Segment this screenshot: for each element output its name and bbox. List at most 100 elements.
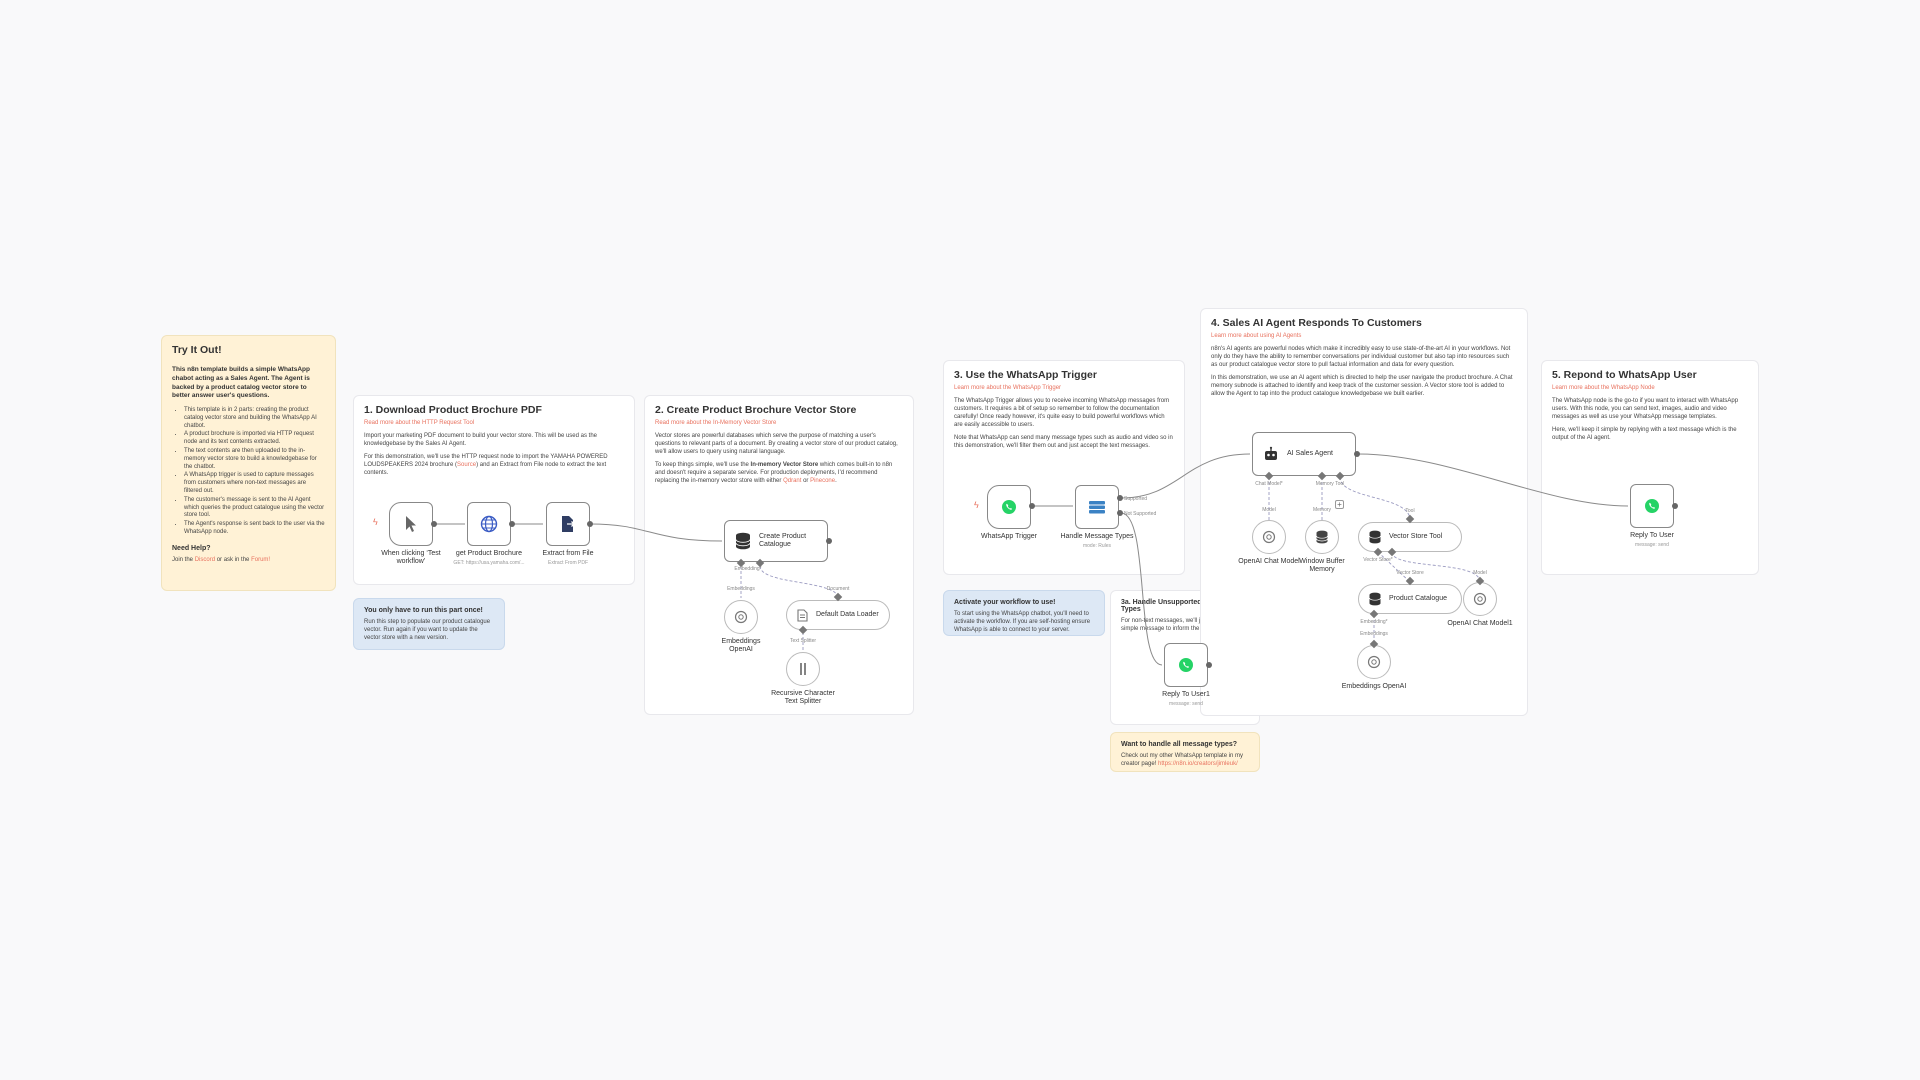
globe-icon (480, 515, 498, 533)
port-label: Model (1262, 507, 1276, 513)
node-subtitle: message: send (1169, 701, 1203, 707)
node-label: Reply To User (1630, 532, 1674, 539)
note-title: Want to handle all message types? (1121, 741, 1238, 748)
discord-link[interactable]: Discord (194, 556, 216, 563)
node-manual-trigger[interactable] (389, 502, 433, 546)
node-product-catalogue[interactable]: Product Catalogue (1358, 584, 1462, 614)
note-paragraph: For non-text messages, we'll just reply … (1121, 618, 1241, 633)
note-paragraph: To start using the WhatsApp chatbot, you… (954, 611, 1091, 634)
ai-agents-link[interactable]: Learn more about using AI Agents (1211, 333, 1302, 339)
list-item: The customer's message is sent to the AI… (184, 497, 325, 520)
node-label: When clicking ‘Test workflow’ (381, 550, 441, 566)
note-try-it-out: Try It Out! This n8n template builds a s… (161, 335, 336, 591)
whatsapp-trigger-link[interactable]: Learn more about the WhatsApp Trigger (954, 385, 1062, 391)
help-title: Need Help? (172, 544, 211, 552)
output-port[interactable] (1354, 451, 1360, 457)
node-text-splitter[interactable] (786, 652, 820, 686)
robot-icon (1265, 446, 1277, 460)
node-window-buffer-memory[interactable] (1305, 520, 1339, 554)
note-title: You only have to run this part once! (364, 607, 483, 614)
vector-store-link[interactable]: Read more about the In-Memory Vector Sto… (655, 420, 777, 426)
output-port[interactable] (1672, 503, 1678, 509)
note-bullets: This template is in 2 parts: creating th… (172, 407, 325, 537)
port-label: Model (1473, 570, 1487, 576)
openai-icon (1367, 655, 1381, 669)
whatsapp-icon (1002, 500, 1016, 514)
forum-link[interactable]: Forum! (251, 556, 271, 563)
note-title: 2. Create Product Brochure Vector Store (655, 404, 857, 416)
port-label: Embeddings (727, 586, 755, 592)
node-label: Default Data Loader (816, 610, 879, 618)
note-step3: 3. Use the WhatsApp Trigger Learn more a… (943, 360, 1185, 575)
node-label: OpenAI Chat Model (1238, 558, 1300, 565)
port-label: Text Splitter (789, 638, 817, 644)
note-run-once: You only have to run this part once! Run… (353, 598, 505, 650)
output-port[interactable] (1029, 503, 1035, 509)
node-extract-file[interactable] (546, 502, 590, 546)
node-label: Vector Store Tool (1389, 532, 1443, 540)
node-openai-chat-model1[interactable] (1463, 582, 1497, 616)
cursor-icon (406, 516, 416, 532)
node-embeddings-openai-2[interactable] (1357, 645, 1391, 679)
list-item: A product brochure is imported via HTTP … (184, 431, 325, 447)
port-label: Vector Store* (1363, 557, 1393, 563)
whatsapp-node-link[interactable]: Learn more about the WhatsApp Node (1552, 385, 1655, 391)
note-title: 3. Use the WhatsApp Trigger (954, 369, 1097, 381)
note-activate: Activate your workflow to use! To start … (943, 590, 1105, 636)
node-create-catalogue[interactable]: Create Product Catalogue (724, 520, 828, 562)
node-whatsapp-trigger[interactable] (987, 485, 1031, 529)
database-icon (1369, 530, 1381, 544)
node-reply-to-user[interactable] (1630, 484, 1674, 528)
edge-tool (1339, 476, 1411, 521)
node-label: Recursive Character Text Splitter (771, 690, 835, 706)
port-label: Supported (1124, 496, 1148, 502)
output-port[interactable] (1117, 495, 1123, 501)
port-label: Chat Model* (1255, 481, 1283, 487)
whatsapp-icon (1179, 658, 1193, 672)
edge-vs (1377, 551, 1411, 583)
add-tool-button[interactable]: + (1335, 500, 1344, 509)
output-port[interactable] (1117, 510, 1123, 516)
output-port[interactable] (1206, 662, 1212, 668)
whatsapp-icon (1645, 499, 1659, 513)
output-port[interactable] (826, 538, 832, 544)
output-port[interactable] (509, 521, 515, 527)
list-item: A WhatsApp trigger is used to capture me… (184, 472, 325, 495)
port-label: Not Supported (1124, 511, 1157, 517)
pinecone-link[interactable]: Pinecone (810, 478, 836, 485)
note-want-all: Want to handle all message types? Check … (1110, 732, 1260, 772)
node-label: get Product Brochure (455, 550, 523, 557)
note-title: 1. Download Product Brochure PDF (364, 404, 542, 416)
port-label: Vector Store (1396, 570, 1424, 576)
output-port[interactable] (587, 521, 593, 527)
node-handle-message-types[interactable] (1075, 485, 1119, 529)
note-step1: 1. Download Product Brochure PDF Read mo… (353, 395, 635, 585)
output-port[interactable] (431, 521, 437, 527)
port-label: Embeddings (1360, 631, 1388, 637)
port-label: Memory Tool (1315, 481, 1345, 487)
node-label: Window Buffer Memory (1299, 558, 1345, 574)
file-extract-icon (562, 516, 575, 532)
node-label: Create Product Catalogue (759, 532, 807, 548)
note-paragraph: In this demonstration, we use an AI agen… (1211, 375, 1513, 398)
note-paragraph: The WhatsApp Trigger allows you to recei… (954, 398, 1170, 429)
source-link[interactable]: Source (457, 462, 477, 469)
http-request-link[interactable]: Read more about the HTTP Request Tool (364, 420, 475, 426)
node-embeddings-openai[interactable] (724, 600, 758, 634)
openai-icon (1262, 530, 1276, 544)
edge-agent-reply (1357, 453, 1629, 507)
node-reply-to-user1[interactable] (1164, 643, 1208, 687)
note-lead: This n8n template builds a simple WhatsA… (172, 366, 310, 400)
node-get-brochure[interactable] (467, 502, 511, 546)
node-label: Handle Message Types (1060, 533, 1134, 540)
creator-link[interactable]: https://n8n.io/creators/jimleuk/ (1158, 761, 1238, 768)
openai-icon (734, 610, 748, 624)
switch-icon (1089, 501, 1105, 514)
node-label: Embeddings OpenAI (1341, 683, 1407, 690)
qdrant-link[interactable]: Qdrant (783, 478, 802, 485)
note-step5: 5. Repond to WhatsApp User Learn more ab… (1541, 360, 1759, 575)
note-title: Activate your workflow to use! (954, 599, 1056, 606)
node-openai-chat-model[interactable] (1252, 520, 1286, 554)
node-ai-sales-agent[interactable]: AI Sales Agent (1252, 432, 1356, 476)
node-vector-store-tool[interactable]: Vector Store Tool (1358, 522, 1462, 552)
